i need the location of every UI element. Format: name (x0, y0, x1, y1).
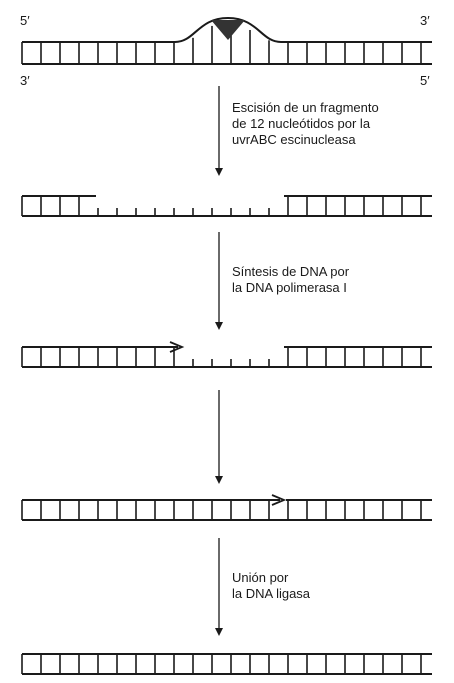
step-ligation-line-2: la DNA ligasa (232, 586, 311, 601)
duplex-repaired (21, 653, 432, 675)
duplex-nicked (21, 494, 432, 521)
dna-duplex-layer (21, 16, 432, 675)
bottom-strand-3prime-label: 3′ (20, 73, 30, 88)
arrow-synthesis-arrowhead-icon (215, 322, 223, 330)
duplex-damaged (21, 16, 432, 65)
step-ligation-line-1: Unión por (232, 570, 289, 585)
damaged-top-strand (22, 16, 432, 43)
step-synthesis-line-2: la DNA polimerasa I (232, 280, 347, 295)
arrow-ligation-arrowhead-icon (215, 628, 223, 636)
step-excision-text: Escisión de un fragmento de 12 nucleótid… (232, 100, 379, 148)
step-ligation-text: Unión por la DNA ligasa (232, 570, 310, 602)
step-excision-line-1: Escisión de un fragmento (232, 100, 379, 115)
duplex-partial-synthesis (21, 341, 432, 368)
synthesis-arrowhead-icon (271, 494, 287, 506)
arrow-excision-arrowhead-icon (215, 168, 223, 176)
bottom-strand-5prime-label: 5′ (420, 73, 430, 88)
step-synthesis-line-1: Síntesis de DNA por (232, 264, 350, 279)
top-strand-3prime-label: 3′ (420, 13, 430, 28)
top-strand-5prime-label: 5′ (20, 13, 30, 28)
step-excision-line-3: uvrABC escinucleasa (232, 132, 356, 147)
arrow-continue-arrowhead-icon (215, 476, 223, 484)
dna-lesion-icon (211, 20, 245, 40)
duplex-gapped (21, 195, 432, 217)
step-synthesis-text: Síntesis de DNA por la DNA polimerasa I (232, 264, 349, 296)
process-arrows-layer (215, 86, 223, 636)
step-excision-line-2: de 12 nucleótidos por la (232, 116, 371, 131)
